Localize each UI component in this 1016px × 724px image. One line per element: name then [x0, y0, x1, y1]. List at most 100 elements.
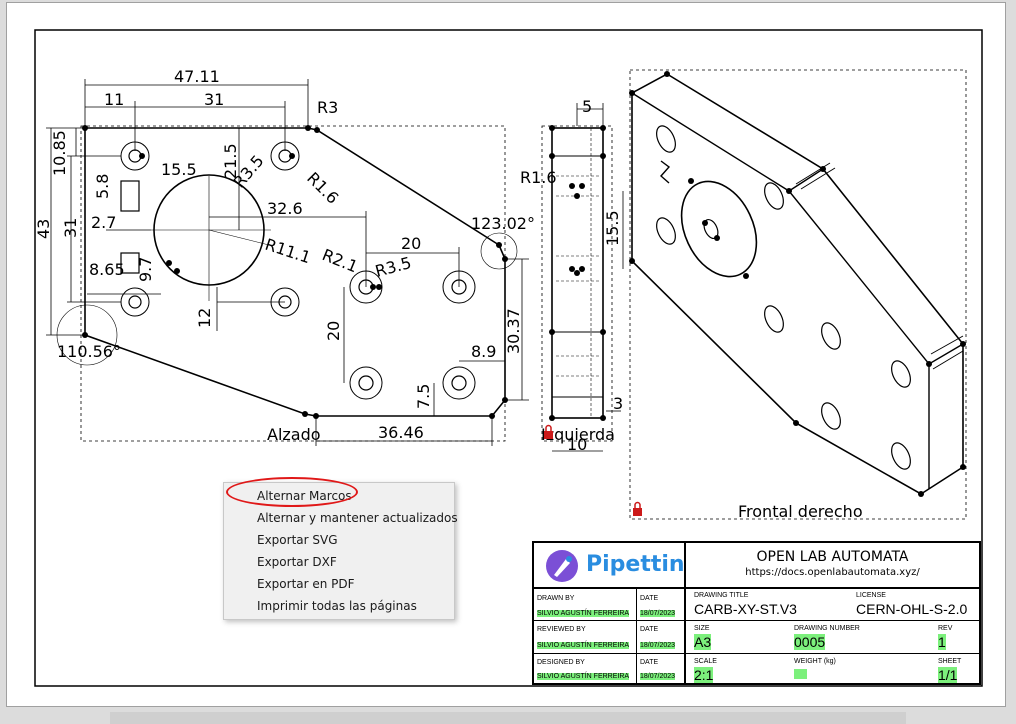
drawn-date-value[interactable]: 18/07/2023 [640, 610, 676, 617]
menu-item-toggle-keep-updated[interactable]: Alternar y mantener actualizados [257, 511, 458, 525]
drawn-by-row: DRAWN BY DATE SILVIO AGUSTÍN FERREIRA 18… [534, 589, 686, 621]
dim-2-7: 2.7 [91, 213, 116, 232]
title-block: Pipettin OPEN LAB AUTOMATA https://docs.… [532, 541, 981, 685]
dim-110-56: 110.56° [57, 342, 121, 361]
drawn-by-value[interactable]: SILVIO AGUSTÍN FERREIRA [537, 610, 630, 617]
reviewed-date-value[interactable]: 18/07/2023 [640, 642, 676, 649]
side-view-frame [541, 125, 613, 442]
context-menu: Alternar Marcos Alternar y mantener actu… [223, 482, 458, 620]
dim-47-11: 47.11 [174, 67, 220, 86]
drawing-number-value[interactable]: 0005 [794, 634, 826, 650]
iso-view [629, 69, 967, 520]
dim-15-5-side: 15.5 [603, 210, 622, 246]
dim-20-a: 20 [401, 234, 421, 253]
iso-outline [631, 73, 964, 495]
menu-item-export-svg[interactable]: Exportar SVG [257, 533, 338, 547]
dim-11: 11 [104, 90, 124, 109]
dim-8-65: 8.65 [89, 260, 125, 279]
pipettin-logo-icon [546, 550, 578, 582]
dim-43: 43 [34, 219, 53, 239]
dim-31-left: 31 [61, 218, 80, 238]
iso-view-frame [629, 69, 967, 520]
side-view [541, 103, 624, 452]
dim-5-8: 5.8 [93, 174, 112, 199]
sheet-value[interactable]: 1/1 [938, 667, 958, 683]
menu-item-export-pdf[interactable]: Exportar en PDF [257, 577, 355, 591]
reviewed-date-label: DATE [640, 626, 659, 633]
designed-by-label: DESIGNED BY [537, 659, 585, 666]
designed-by-row: DESIGNED BY DATE SILVIO AGUSTÍN FERREIRA… [534, 654, 686, 685]
front-view-label: Alzado [267, 425, 321, 444]
drawn-date-label: DATE [640, 595, 659, 602]
dim-r3-5-b: R3.5 [373, 253, 413, 281]
reviewed-by-value[interactable]: SILVIO AGUSTÍN FERREIRA [537, 642, 630, 649]
drawn-by-label: DRAWN BY [537, 595, 575, 602]
drawing-number-label: DRAWING NUMBER [794, 625, 860, 632]
drawing-title-label: DRAWING TITLE [694, 592, 749, 599]
dim-36-46: 36.46 [378, 423, 424, 442]
dim-r3: R3 [317, 98, 338, 117]
menu-item-print-all-pages[interactable]: Imprimir todas las páginas [257, 599, 417, 613]
front-view [46, 79, 529, 446]
scale-label: SCALE [694, 658, 717, 665]
sheet-label: SHEET [938, 658, 962, 665]
front-dimension-lines [46, 79, 529, 446]
scale-value[interactable]: 2:1 [694, 667, 714, 683]
drawing-sheet: 47.11 11 31 R3 10.85 15.5 21.5 R3.5 R1.6… [6, 2, 1006, 707]
dim-10-85: 10.85 [50, 130, 69, 176]
org-url: https://docs.openlabautomata.xyz/ [745, 567, 920, 578]
dim-21-5: 21.5 [221, 143, 240, 179]
weight-value[interactable] [794, 669, 807, 679]
dim-3-side: 3 [613, 394, 623, 413]
side-view-label: Izquierda [541, 425, 615, 444]
front-view-frame [80, 125, 506, 442]
weight-label: WEIGHT (kg) [794, 658, 836, 665]
license-label: LICENSE [856, 592, 886, 599]
org-name: OPEN LAB AUTOMATA [756, 549, 909, 565]
rev-label: REV [938, 625, 953, 632]
dim-r11-1: R11.1 [263, 235, 313, 268]
license-value[interactable]: CERN-OHL-S-2.0 [856, 601, 968, 617]
dim-5-side: 5 [582, 97, 592, 116]
drawing-title-value[interactable]: CARB-XY-ST.V3 [694, 601, 797, 617]
reviewed-by-row: REVIEWED BY DATE SILVIO AGUSTÍN FERREIRA… [534, 621, 686, 654]
front-vertices [82, 125, 508, 419]
technical-drawing: 47.11 11 31 R3 10.85 15.5 21.5 R3.5 R1.6… [34, 29, 983, 687]
front-slots [120, 180, 140, 274]
dim-r2-1: R2.1 [320, 245, 361, 276]
title-row: DRAWING TITLE CARB-XY-ST.V3 LICENSE CERN… [686, 589, 979, 621]
lock-icon-side [544, 424, 553, 439]
dim-7-5: 7.5 [414, 384, 433, 409]
scale-row: SCALE 2:1 WEIGHT (kg) SHEET 1/1 [686, 654, 979, 685]
menu-item-toggle-frames[interactable]: Alternar Marcos [257, 489, 352, 503]
dim-12: 12 [195, 308, 214, 328]
dim-10-side: 10 [567, 435, 587, 454]
size-row: SIZE A3 DRAWING NUMBER 0005 REV 1 [686, 621, 979, 654]
dim-123-02: 123.02° [471, 214, 535, 233]
designed-date-value[interactable]: 18/07/2023 [640, 673, 676, 680]
side-dimension-texts: 5 R1.6 15.5 3 10 Izquierda [520, 97, 623, 454]
size-value[interactable]: A3 [694, 634, 712, 650]
dim-r1-6-side: R1.6 [520, 168, 557, 187]
dim-30-37: 30.37 [504, 308, 523, 354]
dim-9-7: 9.7 [136, 257, 155, 282]
side-view-outline [551, 127, 604, 419]
org-cell: OPEN LAB AUTOMATA https://docs.openlabau… [686, 543, 979, 589]
sheet-frame [34, 29, 983, 687]
designed-date-label: DATE [640, 659, 659, 666]
designed-by-value[interactable]: SILVIO AGUSTÍN FERREIRA [537, 673, 630, 680]
logo-text: Pipettin [586, 552, 685, 577]
size-label: SIZE [694, 625, 710, 632]
rev-value[interactable]: 1 [938, 634, 946, 650]
dim-20-b: 20 [324, 321, 343, 341]
dim-32-6: 32.6 [267, 199, 303, 218]
lock-icon-iso [633, 501, 642, 516]
horizontal-scrollbar[interactable] [110, 712, 906, 724]
menu-item-export-dxf[interactable]: Exportar DXF [257, 555, 337, 569]
dim-15-5: 15.5 [161, 160, 197, 179]
front-dimension-texts: 47.11 11 31 R3 10.85 15.5 21.5 R3.5 R1.6… [34, 67, 535, 444]
logo-cell: Pipettin [534, 543, 686, 589]
dim-8-9: 8.9 [471, 342, 496, 361]
iso-view-label: Frontal derecho [738, 502, 863, 521]
